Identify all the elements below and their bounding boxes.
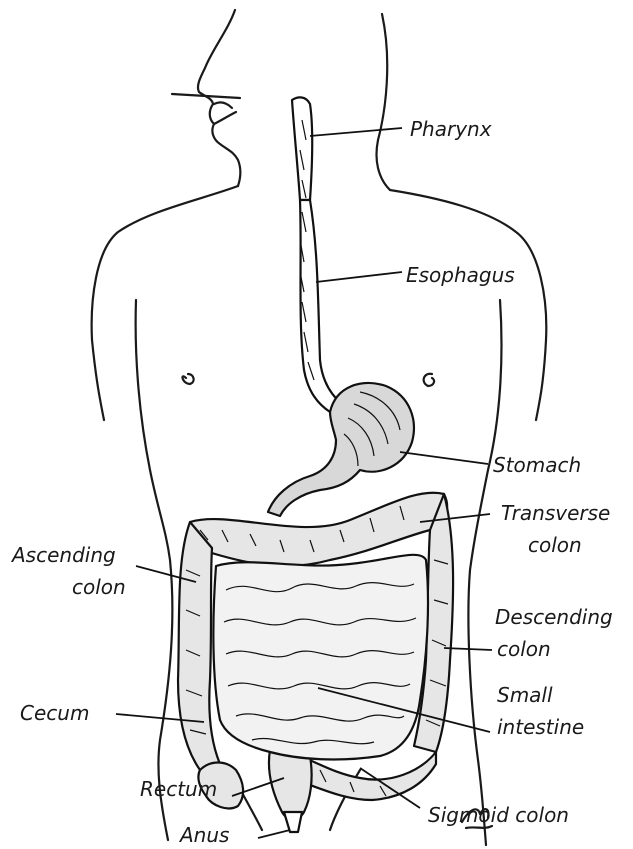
label-transverse-1: Transverse bbox=[501, 501, 610, 525]
label-small-2: intestine bbox=[497, 715, 584, 739]
right-side bbox=[468, 300, 501, 845]
label-descending-2: colon bbox=[497, 637, 551, 661]
label-ascending-1: Ascending bbox=[10, 543, 116, 567]
small-intestine-organ bbox=[213, 555, 428, 760]
label-sigmoid: Sigmoid colon bbox=[428, 803, 569, 827]
right-nipple bbox=[424, 374, 434, 386]
mouth bbox=[172, 94, 240, 124]
anus-leader bbox=[258, 830, 290, 838]
left-shoulder bbox=[92, 186, 238, 340]
stomach-leader bbox=[400, 452, 488, 464]
stomach-organ bbox=[268, 383, 414, 516]
esophagus-organ bbox=[292, 97, 342, 412]
back-of-head bbox=[377, 14, 391, 190]
left-arm bbox=[92, 340, 104, 420]
label-rectum: Rectum bbox=[140, 777, 217, 801]
label-stomach: Stomach bbox=[493, 453, 581, 477]
label-pharynx: Pharynx bbox=[410, 117, 492, 141]
label-transverse-2: colon bbox=[528, 533, 582, 557]
label-descending-1: Descending bbox=[495, 605, 613, 629]
pharynx-leader bbox=[310, 128, 402, 136]
label-cecum: Cecum bbox=[20, 701, 89, 725]
label-ascending-2: colon bbox=[72, 575, 126, 599]
label-esophagus: Esophagus bbox=[406, 263, 515, 287]
label-small-1: Small bbox=[497, 683, 553, 707]
anus-organ bbox=[284, 812, 302, 832]
pharynx-tube bbox=[292, 97, 312, 200]
right-arm bbox=[536, 340, 546, 420]
esophagus-leader bbox=[316, 272, 402, 282]
left-nipple bbox=[183, 374, 194, 384]
stomach-body bbox=[268, 383, 414, 516]
label-anus: Anus bbox=[178, 823, 229, 847]
